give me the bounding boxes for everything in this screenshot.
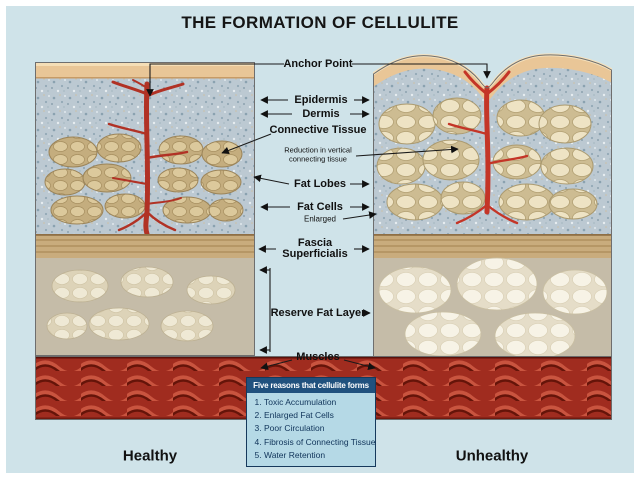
label-enlarged: Enlarged [303, 214, 337, 224]
arrow-enlarged-right [342, 211, 377, 220]
label-muscles: Muscles [296, 351, 340, 363]
info-box-list: Toxic Accumulation Enlarged Fat Cells Po… [247, 396, 376, 462]
label-fat-lobes: Fat Lobes [294, 178, 346, 190]
fat-lobes-healthy [44, 133, 244, 225]
connective-tissue-unhealthy [447, 70, 529, 225]
info-box-item: Poor Circulation [264, 422, 373, 435]
page-title: THE FORMATION OF CELLULITE [181, 13, 459, 32]
reserve-fat-healthy [46, 266, 236, 342]
caption-unhealthy: Unhealthy [455, 447, 529, 465]
label-fascia-superficialis: Fascia Superficialis [282, 238, 347, 260]
info-box-item: Enlarged Fat Cells [264, 409, 373, 422]
label-anchor-point: Anchor Point [283, 58, 353, 70]
label-reserve-fat-layer: Reserve Fat Layer [270, 307, 366, 319]
label-connective-tissue: Connective Tissue [269, 124, 367, 136]
caption-healthy: Healthy [122, 447, 178, 465]
fat-lobes-unhealthy [376, 97, 598, 221]
label-fascia-line2: Superficialis [282, 248, 348, 260]
info-box-item: Toxic Accumulation [264, 396, 373, 409]
reserve-fat-unhealthy [378, 257, 608, 356]
info-box-item: Water Retention [264, 449, 373, 462]
label-dermis: Dermis [302, 108, 340, 120]
label-reduction-note: Reduction in vertical connecting tissue [284, 145, 352, 163]
unhealthy-panel-illustration [373, 53, 612, 356]
info-box: Five reasons that cellulite forms Toxic … [246, 377, 376, 467]
label-epidermis: Epidermis [294, 94, 348, 106]
connective-tissue-healthy [107, 79, 189, 237]
arrow-fatlobes-left [253, 174, 290, 185]
label-fat-cells: Fat Cells [297, 201, 343, 213]
info-box-item: Fibrosis of Connecting Tissue [264, 436, 376, 449]
label-fascia-line1: Fascia [297, 237, 333, 249]
healthy-panel-illustration [35, 62, 255, 356]
info-box-title: Five reasons that cellulite forms [247, 378, 375, 393]
